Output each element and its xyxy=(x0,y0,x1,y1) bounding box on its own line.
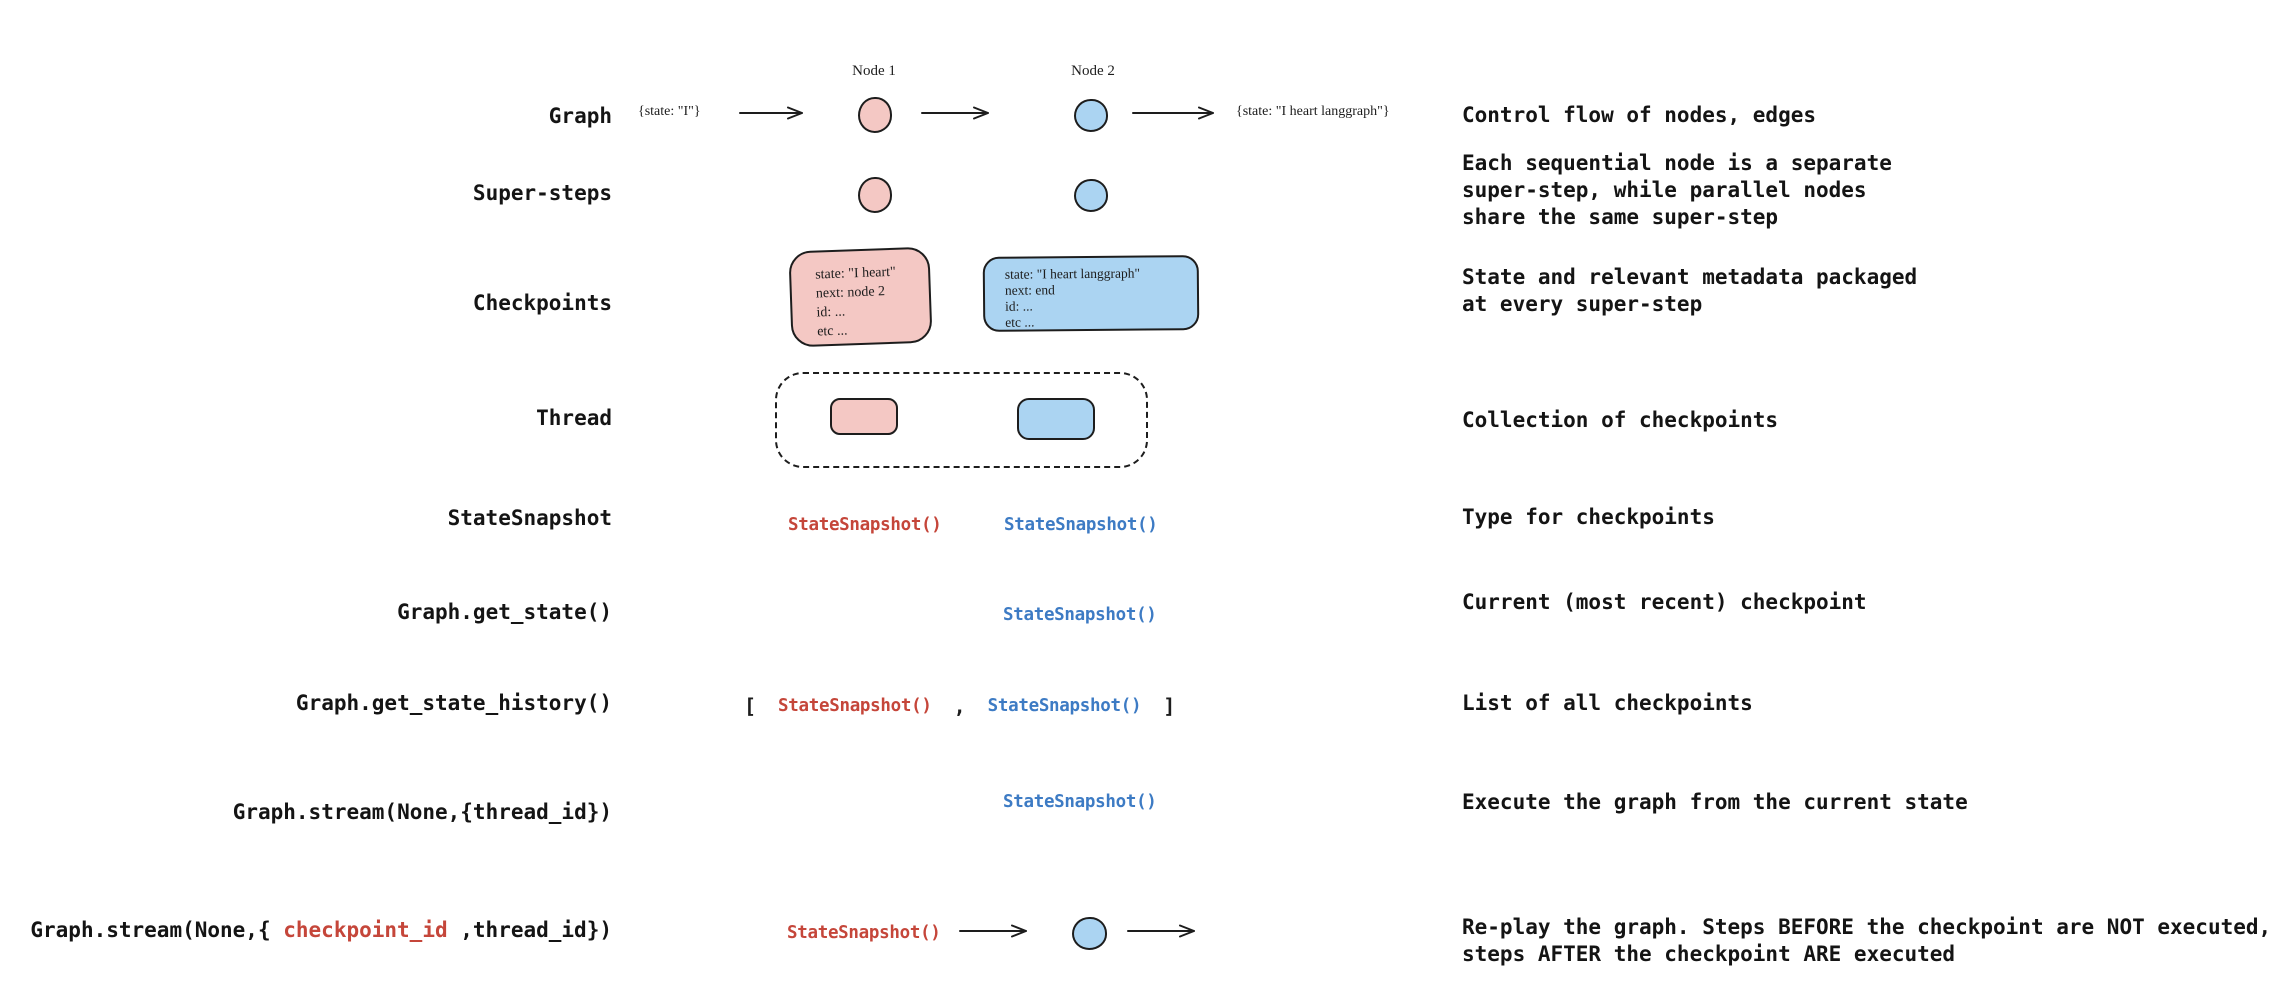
flow-arrow-icon xyxy=(1132,106,1214,120)
flow-arrow-icon xyxy=(739,106,803,120)
statesnapshot-call-blue: StateSnapshot() xyxy=(1004,515,1158,535)
row-label-get-state: Graph.get_state() xyxy=(397,600,612,624)
row-label-super-steps: Super-steps xyxy=(472,181,612,205)
thread-checkpoint-blue xyxy=(1017,398,1095,440)
row-label-stream-thread: Graph.stream(None,{thread_id}) xyxy=(232,800,612,824)
stream-result: StateSnapshot() xyxy=(1003,792,1157,812)
desc-checkpoints: State and relevant metadata packaged at … xyxy=(1462,265,1918,316)
flow-arrow-icon xyxy=(921,106,989,120)
stream-label-prefix: Graph.stream(None,{ xyxy=(30,918,284,942)
row-label-graph: Graph xyxy=(548,104,612,128)
input-state-annotation: {state: "I"} xyxy=(638,104,701,119)
thread-dashed-container xyxy=(775,372,1148,468)
row-label-checkpoints: Checkpoints xyxy=(472,291,612,315)
replay-arrow-icon xyxy=(1127,924,1195,938)
super-step-node2-circle xyxy=(1074,179,1108,212)
statesnapshot-call-red: StateSnapshot() xyxy=(778,695,932,716)
open-bracket: [ xyxy=(744,694,757,718)
get-state-result: StateSnapshot() xyxy=(1003,605,1157,625)
state-history-list: [ StateSnapshot() , StateSnapshot() ] xyxy=(744,694,1175,718)
desc-stream-thread: Execute the graph from the current state xyxy=(1462,790,1968,814)
node1-label: Node 1 xyxy=(852,63,896,79)
checkpoint-line: state: "I heart langgraph" xyxy=(1004,265,1140,282)
desc-super-steps: Each sequential node is a separate super… xyxy=(1462,151,1892,229)
replay-arrow-icon xyxy=(959,924,1027,938)
checkpoint-id-highlight: checkpoint_id xyxy=(283,918,448,942)
output-state-annotation: {state: "I heart langgraph"} xyxy=(1236,104,1390,119)
row-label-statesnapshot: StateSnapshot xyxy=(447,506,612,530)
checkpoint-card-pink: state: "I heart" next: node 2 id: ... et… xyxy=(788,246,933,348)
desc-get-state: Current (most recent) checkpoint xyxy=(1462,590,1867,614)
checkpoint-line: etc ... xyxy=(1005,314,1035,330)
checkpoint-line: etc ... xyxy=(816,323,848,340)
desc-graph: Control flow of nodes, edges xyxy=(1462,103,1817,127)
thread-checkpoint-pink xyxy=(830,398,898,435)
replay-node-circle xyxy=(1072,917,1107,950)
checkpoint-card-blue: state: "I heart langgraph" next: end id:… xyxy=(982,255,1200,332)
super-step-node1-circle xyxy=(858,177,892,213)
node2-circle xyxy=(1074,99,1108,132)
list-comma: , xyxy=(953,694,966,718)
checkpoint-line: id: ... xyxy=(1005,298,1033,314)
desc-stream-checkpoint: Re-play the graph. Steps BEFORE the chec… xyxy=(1462,915,2272,966)
desc-get-state-history: List of all checkpoints xyxy=(1462,691,1753,715)
row-label-get-state-history: Graph.get_state_history() xyxy=(295,691,612,715)
node2-label: Node 2 xyxy=(1071,63,1115,79)
row-label-stream-checkpoint: Graph.stream(None,{ checkpoint_id ,threa… xyxy=(0,917,612,943)
statesnapshot-call-blue: StateSnapshot() xyxy=(987,695,1142,716)
statesnapshot-call-red: StateSnapshot() xyxy=(788,515,942,535)
desc-thread: Collection of checkpoints xyxy=(1462,408,1779,432)
close-bracket: ] xyxy=(1163,694,1176,718)
row-label-thread: Thread xyxy=(536,406,612,430)
checkpoint-line: next: end xyxy=(1004,282,1055,298)
replay-snapshot: StateSnapshot() xyxy=(787,923,941,943)
node1-circle xyxy=(858,97,892,133)
stream-label-suffix: ,thread_id}) xyxy=(447,918,612,942)
desc-statesnapshot: Type for checkpoints xyxy=(1462,505,1715,529)
